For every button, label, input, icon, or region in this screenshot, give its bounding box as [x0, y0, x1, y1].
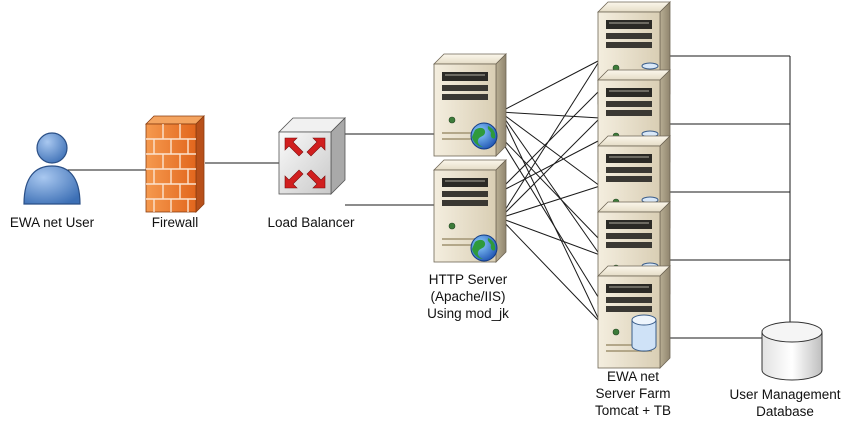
http-server-1 [433, 53, 507, 157]
server-farm-label: EWA net Server Farm Tomcat + TB [573, 368, 693, 419]
database-icon [761, 321, 823, 381]
connection-lines [56, 55, 791, 339]
http-server-label: HTTP Server (Apache/IIS) Using mod_jk [408, 271, 528, 322]
farm-server-1 [597, 1, 671, 105]
farm-server-5 [597, 265, 671, 369]
firewall-label: Firewall [151, 215, 199, 230]
server-farm-label-line-2: Server Farm [595, 386, 671, 401]
database-label: User Management Database [716, 386, 854, 420]
server-farm-label-line-3: Tomcat + TB [595, 403, 671, 418]
server-farm [597, 1, 671, 369]
database-label-line-1: User Management [729, 387, 841, 402]
http-server-label-line-3: Using mod_jk [427, 306, 509, 321]
http-server-label-line-2: (Apache/IIS) [430, 289, 506, 304]
disk-cylinder-icon [631, 314, 657, 352]
load-balancer-icon [278, 117, 346, 195]
globe-icon [470, 122, 498, 150]
user-label: EWA net User [9, 215, 95, 230]
firewall-icon [145, 115, 205, 213]
http-server-label-line-1: HTTP Server [428, 272, 508, 287]
load-balancer-label: Load Balancer [267, 215, 355, 230]
database-label-line-2: Database [756, 404, 814, 419]
server-farm-label-line-1: EWA net [606, 369, 660, 384]
user-icon [23, 132, 81, 205]
globe-icon [470, 234, 498, 262]
http-server-2 [433, 159, 507, 263]
